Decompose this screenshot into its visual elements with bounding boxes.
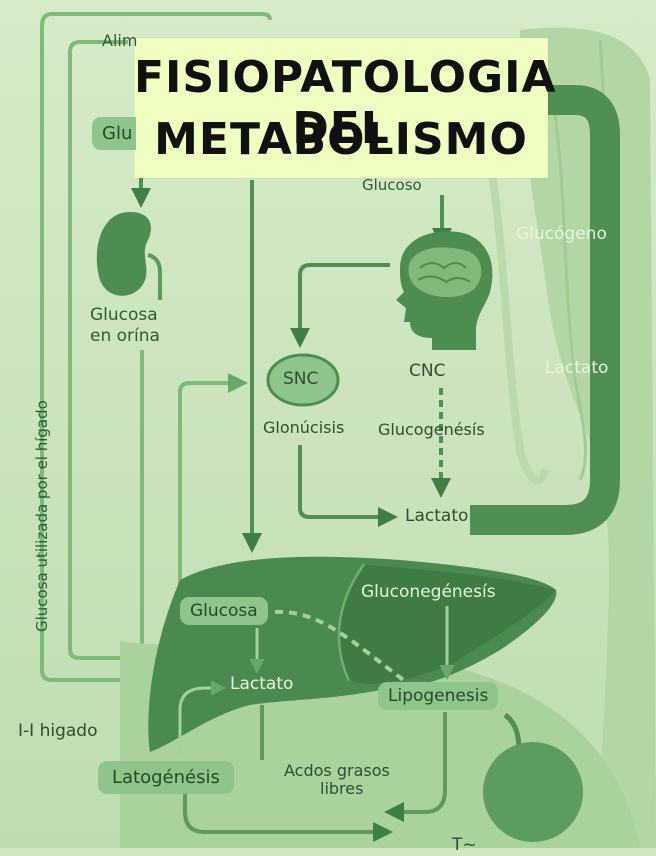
label-lactato-muscle: Lactato (545, 358, 609, 378)
label-glucogeno: Glucógeno (516, 224, 607, 244)
label-glu-pill: Glu (92, 117, 137, 150)
snc-circle (266, 353, 340, 407)
label-glucosa-orina-2: en orína (90, 326, 160, 346)
label-cnc: CNC (409, 361, 446, 381)
left-outer-arrow (40, 12, 272, 690)
label-higado: I-I higado (18, 721, 98, 741)
label-latogenesis: Latogénésis (98, 761, 234, 794)
label-glucosa-liver: Glucosa (180, 597, 268, 625)
label-glucosa-utilizada: Glucosa utilizada por el hígado (33, 400, 51, 632)
liver-bottom-arrow (183, 790, 393, 842)
head-brain-icon (396, 231, 493, 350)
label-glucogenesis: Glucogenésís (378, 420, 485, 439)
label-snc: SNC (283, 369, 319, 389)
latogenesis-up-arrow (178, 680, 226, 755)
title-line-1: FISIOPATOLOGIA DEL (134, 52, 557, 154)
lipogenesis-to-acidos-arrow (384, 712, 447, 822)
label-acidos-1: Acdos grasos (284, 761, 390, 780)
liver-to-snc-arrow (178, 373, 248, 600)
label-lipogenesis: Lipogenesis (378, 682, 499, 710)
title-box: FISIOPATOLOGIA DEL METABOLISMO (134, 38, 557, 178)
label-lactato-center: Lactato (405, 506, 469, 526)
left-inner-arrow (68, 40, 168, 668)
fat-cell-circle (483, 742, 583, 842)
brain-to-snc-arrow (290, 263, 390, 348)
label-alimentos: Alim (102, 31, 138, 50)
label-lactato-liver: Lactato (230, 674, 294, 694)
label-glucosa-orina-1: Glucosa (90, 305, 158, 325)
muscle-loop-band (470, 85, 620, 535)
label-gluconeogenesis: Gluconegénesís (361, 582, 496, 602)
label-glucoso: Glucoso (362, 176, 422, 194)
label-acidos-2: libres (320, 779, 364, 798)
label-glonucisis: Glonúcisis (263, 418, 345, 437)
liver-dashed-to-lipogenesis (274, 609, 412, 687)
title-line-2: METABOLISMO (154, 114, 528, 165)
glonucisis-to-lactato-arrow (298, 445, 398, 527)
label-bottom-partial: T~ (452, 835, 477, 855)
kidney-icon (96, 212, 162, 300)
